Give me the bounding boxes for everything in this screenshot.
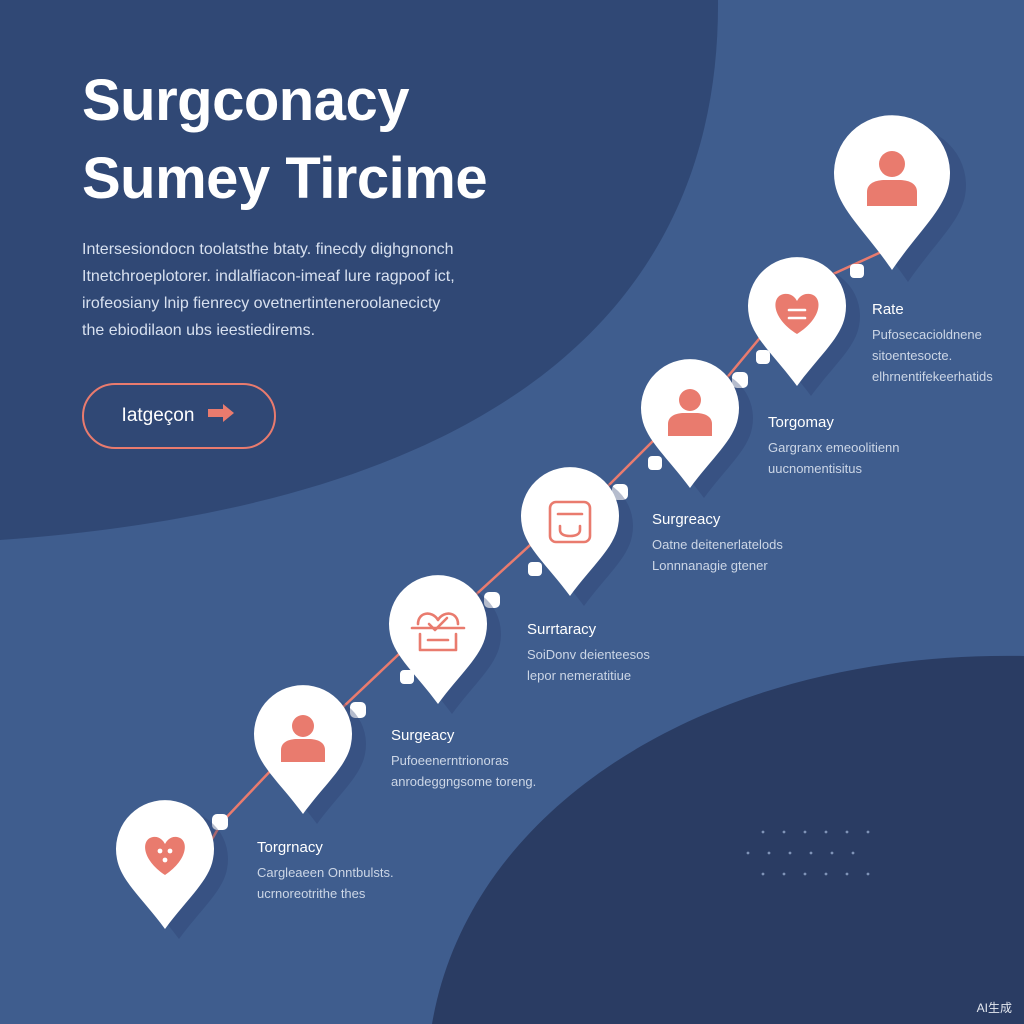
step-description: elhrnentifekeerhatids [872, 369, 993, 384]
step-description: anrodeggngsome toreng. [391, 774, 537, 789]
arrow-right-icon [206, 402, 236, 430]
timeline-pin-2[interactable] [254, 685, 366, 824]
timeline-step-label-6: Rate Pufosecacioldnene sitoentesocte. el… [872, 300, 993, 387]
timeline-pin-3[interactable] [389, 575, 501, 714]
step-description: Pufosecacioldnene [872, 327, 982, 342]
bottom-right-dark-arc [432, 655, 1024, 1024]
cta-label: Iatgeçon [121, 405, 195, 426]
timeline-step-label-5: Torgomay Gargranx emeoolitienn uucnoment… [768, 413, 900, 479]
timeline-pin-5[interactable] [641, 359, 753, 498]
step-description: uucnomentisitus [768, 461, 862, 476]
page-title: Surgconacy Sumey Tircime [82, 62, 488, 218]
step-description: Pufoeenerntrionoras [391, 753, 509, 768]
timeline-connector-dots [212, 264, 864, 830]
timeline-pin-4[interactable] [521, 467, 633, 606]
intro-paragraph: Intersesiondocn toolatsthe btaty. finecd… [82, 236, 522, 344]
timeline-step-label-1: Torgrnacy Cargleaeen Onntbulsts. ucrnore… [257, 838, 394, 904]
user-icon [867, 151, 917, 206]
intro-line: the ebiodilaon ubs ieestiedirems. [82, 322, 316, 339]
heart-lines-icon [775, 293, 819, 334]
timeline-step-label-3: Surrtaracy SoiDonv deienteesos lepor nem… [527, 620, 650, 686]
timeline-step-label-2: Surgeacy Pufoeenerntrionoras anrodeggngs… [391, 726, 536, 792]
timeline-pin-7[interactable] [834, 115, 966, 283]
heart-hands-icon [410, 612, 466, 652]
dot-grid-decoration [746, 830, 870, 876]
title-line: Sumey Tircime [82, 146, 488, 211]
intro-line: Intersesiondocn toolatsthe btaty. finecd… [82, 241, 454, 258]
step-title: Rate [872, 301, 904, 318]
intro-line: Itnetchroeplotorer. indlalfiacon-imeaf l… [82, 268, 455, 285]
user-icon [281, 715, 325, 762]
step-title: Torgrnacy [257, 839, 323, 856]
cta-button[interactable]: Iatgeçon [82, 383, 276, 449]
intro-line: irofeosiany lnip fienrecy ovetnertintene… [82, 295, 441, 312]
timeline-pin-6[interactable] [748, 257, 860, 396]
step-title: Surgeacy [391, 727, 455, 744]
document-icon [548, 500, 592, 544]
step-description: Gargranx emeoolitienn [768, 440, 900, 455]
step-title: Surrtaracy [527, 621, 597, 638]
top-left-dark-arc [0, 0, 719, 540]
timeline-pin-1[interactable] [116, 800, 228, 939]
user-icon [668, 389, 712, 436]
timeline-step-label-4: Surgreacy Oatne deitenerlatelods Lonnnan… [652, 510, 783, 576]
title-line: Surgconacy [82, 68, 410, 133]
step-description: lepor nemeratitiue [527, 668, 632, 683]
step-description: Lonnnanagie gtener [652, 558, 768, 573]
step-description: sitoentesocte. [872, 348, 953, 363]
step-description: SoiDonv deienteesos [527, 647, 650, 662]
step-description: Oatne deitenerlatelods [652, 537, 783, 552]
heart-dots-icon [145, 836, 185, 875]
step-description: Cargleaeen Onntbulsts. [257, 865, 394, 880]
ai-generated-watermark: AI生成 [976, 1001, 1012, 1015]
step-title: Surgreacy [652, 511, 721, 528]
step-description: ucrnoreotrithe thes [257, 886, 366, 901]
step-title: Torgomay [768, 414, 834, 431]
